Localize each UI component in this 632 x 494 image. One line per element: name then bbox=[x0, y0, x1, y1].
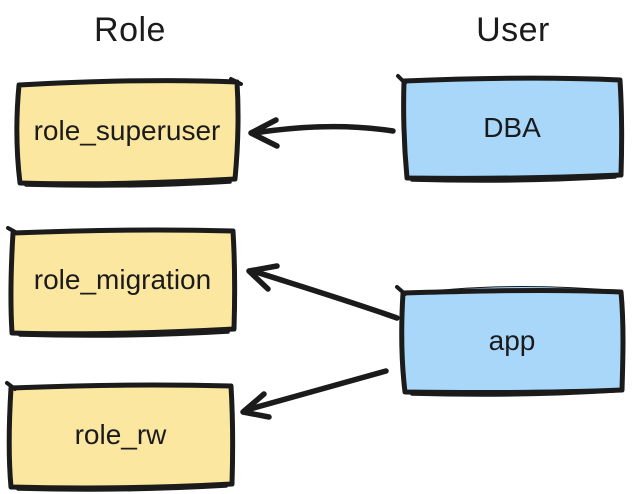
node-role-rw-bottom-redraw bbox=[16, 484, 228, 492]
node-dba-bottom-redraw bbox=[410, 175, 617, 183]
node-role-rw-shape bbox=[6, 382, 236, 491]
node-dba-shape bbox=[401, 75, 625, 181]
edge-dba-to-role-superuser bbox=[248, 117, 396, 149]
node-app-corner-tick bbox=[395, 285, 407, 296]
edge-app-to-role-migration-arrowhead bbox=[246, 263, 280, 292]
node-app-bottom-redraw bbox=[410, 389, 616, 397]
node-role-migration-corner-tick bbox=[6, 226, 19, 235]
node-role-superuser-shape bbox=[14, 78, 241, 187]
edge-app-to-role-migration-shaft bbox=[250, 268, 400, 321]
node-role-superuser-bottom-redraw bbox=[24, 180, 232, 188]
edge-app-to-role-rw-shaft bbox=[247, 368, 389, 412]
column-heading-role: Role bbox=[94, 10, 166, 49]
node-role-superuser-corner-tick bbox=[229, 77, 243, 86]
node-dba-corner-tick bbox=[396, 74, 407, 85]
edge-app-to-role-rw bbox=[240, 368, 389, 420]
column-heading-user: User bbox=[476, 10, 550, 49]
edge-dba-to-role-superuser-shaft bbox=[251, 123, 396, 136]
node-role-rw-corner-tick bbox=[5, 381, 17, 391]
edge-app-to-role-migration bbox=[246, 263, 400, 321]
node-app-shape bbox=[399, 287, 626, 396]
edge-dba-to-role-superuser-arrowhead bbox=[248, 117, 280, 149]
edge-app-to-role-rw-arrowhead bbox=[240, 391, 272, 420]
node-role-migration-shape bbox=[8, 227, 238, 337]
node-role-migration-bottom-redraw bbox=[18, 330, 230, 338]
